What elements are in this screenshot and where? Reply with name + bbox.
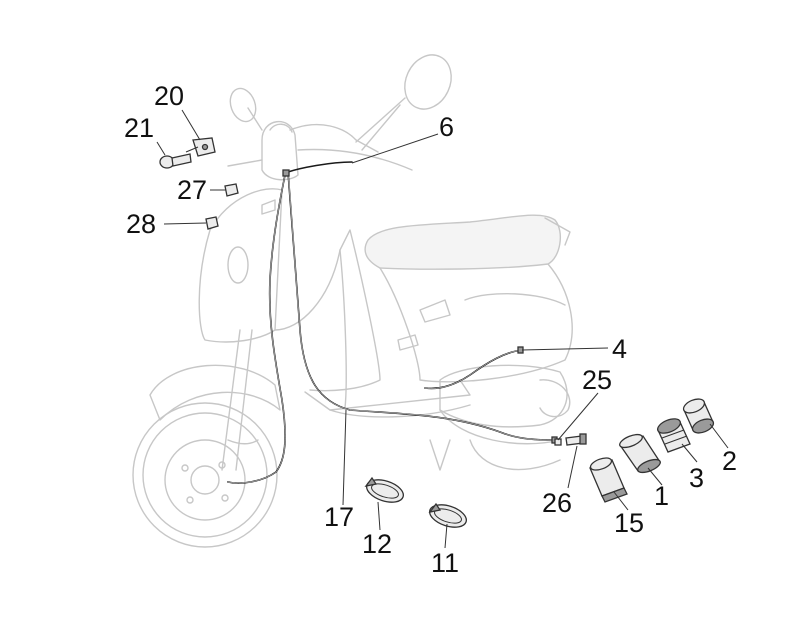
callout-26: 26 bbox=[542, 488, 572, 518]
cable-end-fitting bbox=[282, 169, 290, 177]
scooter-outline bbox=[132, 54, 573, 548]
callout-11: 11 bbox=[431, 548, 459, 578]
callout-27: 27 bbox=[177, 175, 207, 205]
cable-set bbox=[227, 161, 558, 484]
part-15-sleeve bbox=[589, 457, 628, 503]
part-11-clamp bbox=[428, 502, 467, 528]
callout-12: 12 bbox=[362, 529, 392, 559]
callout-4: 4 bbox=[612, 334, 627, 364]
callout-1: 1 bbox=[654, 481, 669, 511]
part-26-screw bbox=[565, 433, 587, 446]
part-2-cap bbox=[682, 398, 715, 434]
leader-lines bbox=[156, 109, 729, 549]
part-3-nut bbox=[656, 418, 691, 453]
part-12-clamp bbox=[364, 476, 404, 503]
callout-20: 20 bbox=[154, 81, 184, 111]
callout-15: 15 bbox=[614, 508, 644, 538]
part-28-clip bbox=[205, 216, 219, 230]
part-21-screw bbox=[159, 153, 192, 169]
callout-3: 3 bbox=[689, 463, 704, 493]
cable-17-path bbox=[287, 161, 556, 441]
callout-2: 2 bbox=[722, 446, 737, 476]
part-25-pin bbox=[554, 438, 562, 446]
callout-6: 6 bbox=[439, 112, 454, 142]
callout-labels: 20 21 27 28 6 4 25 2 3 1 26 15 17 12 11 bbox=[124, 81, 737, 578]
part-1-barrel bbox=[618, 433, 661, 474]
callout-21: 21 bbox=[124, 113, 154, 143]
part-27-clip bbox=[224, 183, 239, 197]
callout-28: 28 bbox=[126, 209, 156, 239]
callout-17: 17 bbox=[324, 502, 354, 532]
callout-25: 25 bbox=[582, 365, 612, 395]
fastener-parts bbox=[159, 137, 239, 230]
